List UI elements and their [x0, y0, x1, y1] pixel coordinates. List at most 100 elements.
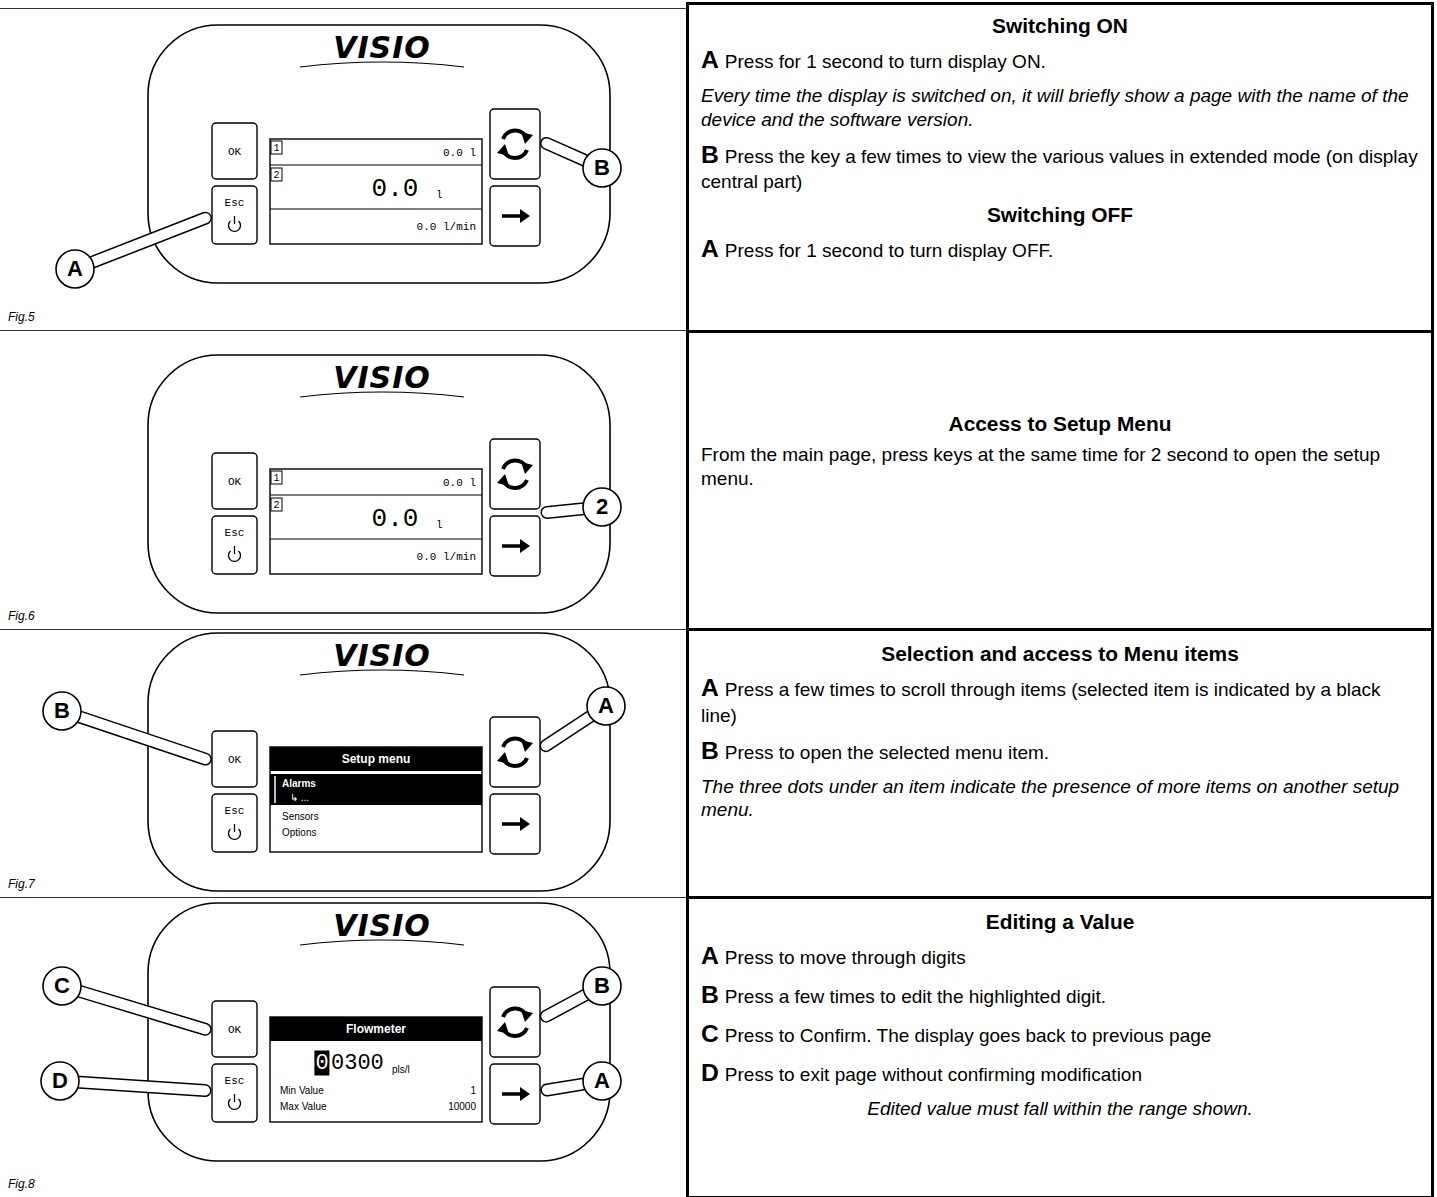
- section-heading: Editing a Value: [701, 909, 1419, 935]
- pointing-finger: [546, 994, 588, 1017]
- screen-header: [270, 1017, 482, 1041]
- pointing-finger: [90, 218, 206, 263]
- esc-button: [212, 516, 257, 574]
- rotate-icon: [521, 462, 533, 474]
- instruction-box: Editing a ValueA Press to move through di…: [686, 896, 1434, 1197]
- screen-value: 0.0 l: [443, 477, 476, 489]
- figure-number: Fig.6: [8, 609, 35, 623]
- device-illustration: [0, 898, 686, 1197]
- channel-box: [271, 141, 282, 154]
- screen: [270, 1017, 482, 1122]
- pointing-finger: [546, 994, 588, 1017]
- ok-button: [212, 1001, 257, 1057]
- esc-button: [212, 1064, 257, 1122]
- callout-circle: [583, 1062, 621, 1100]
- screen-line: [270, 165, 482, 166]
- rotate-button: [490, 439, 540, 509]
- step-paragraph: A Press to move through digits: [701, 941, 1419, 972]
- ok-button: [212, 123, 257, 179]
- device-group: [148, 355, 621, 613]
- arrow-button: [490, 1064, 540, 1124]
- callout-letter: C: [54, 973, 70, 999]
- step-text: Press the key a few times to view the va…: [701, 146, 1418, 193]
- step-paragraph: APress a few times to scroll through ite…: [701, 673, 1419, 728]
- screen-header: [270, 747, 482, 771]
- ok-button: [212, 731, 257, 787]
- step-letter: B: [701, 141, 719, 168]
- pointing-finger: [547, 509, 586, 513]
- callout-letter: B: [54, 698, 70, 724]
- power-symbol: [234, 546, 235, 554]
- pointing-finger: [546, 143, 587, 161]
- arrow-button: [490, 186, 540, 246]
- callout-letter: B: [594, 155, 610, 181]
- device-group: [43, 633, 625, 891]
- step-letter: D: [701, 1059, 719, 1086]
- step-letter: B: [701, 981, 719, 1008]
- device-group: [56, 25, 621, 288]
- screen-value: 0.0 l/min: [417, 551, 476, 563]
- ok-button: [212, 453, 257, 509]
- step-paragraph: B Press a few times to edit the highlight…: [701, 980, 1419, 1011]
- step-letter: A: [701, 46, 719, 73]
- esc-button: [212, 186, 257, 244]
- pointing-finger: [546, 715, 593, 746]
- arrow-icon: [502, 1092, 522, 1096]
- selected-item: [270, 774, 482, 805]
- step-paragraph: APress for 1 second to turn display ON.: [701, 45, 1419, 76]
- power-symbol: [234, 1094, 235, 1102]
- arrow-icon: [520, 817, 530, 831]
- screen-value: 0300: [331, 1051, 384, 1076]
- pointing-finger: [90, 218, 206, 263]
- step-letter: A: [701, 942, 719, 969]
- arrow-icon: [520, 539, 530, 553]
- callout-circle: [583, 149, 621, 187]
- menu-item: Alarms: [282, 778, 316, 789]
- step-text: Press a few times to scroll through item…: [701, 679, 1381, 726]
- step-text: Press to move through digits: [725, 947, 966, 968]
- instruction-box: Access to Setup MenuFrom the main page, …: [686, 330, 1434, 631]
- instruction-box: Selection and access to Menu itemsAPress…: [686, 628, 1434, 899]
- arrow-button: [490, 516, 540, 576]
- pointing-finger: [547, 509, 586, 513]
- button-label: Esc: [225, 197, 245, 209]
- rotate-icon: [497, 144, 509, 156]
- screen-line: [270, 495, 482, 496]
- screen-text: Min Value: [280, 1085, 324, 1096]
- step-text: Press to open the selected menu item.: [725, 742, 1049, 763]
- callout-letter: 2: [596, 494, 608, 520]
- pointing-finger: [76, 1082, 205, 1091]
- section-heading: Selection and access to Menu items: [701, 641, 1419, 667]
- step-text: Press a few times to edit the highlighte…: [725, 986, 1106, 1007]
- figure-cell: Fig.8VISIOOKEscFlowmeter00300pls/lMin Va…: [0, 897, 686, 1197]
- callout-letter: A: [594, 1068, 610, 1094]
- screen-text: Max Value: [280, 1101, 327, 1112]
- rotate-button: [490, 987, 540, 1057]
- selection-line: [274, 776, 276, 803]
- button-label: OK: [228, 754, 241, 766]
- button-label: Esc: [225, 527, 245, 539]
- screen-value: 0.0: [372, 174, 419, 204]
- screen-value: 0.0: [372, 504, 419, 534]
- screen-text: 10000: [448, 1101, 476, 1112]
- power-symbol: [234, 824, 235, 832]
- note-text: The three dots under an item indicate th…: [701, 775, 1419, 823]
- callout-circle: [43, 692, 81, 730]
- callout-letter: A: [598, 693, 614, 719]
- channel-box: [271, 498, 282, 511]
- screen-value: 0.0 l/min: [417, 221, 476, 233]
- instruction-content: Selection and access to Menu itemsAPress…: [701, 641, 1419, 822]
- channel-box: [271, 471, 282, 484]
- callout-circle: [583, 488, 621, 526]
- pointing-finger: [77, 716, 205, 759]
- step-letter: C: [701, 1020, 719, 1047]
- screen-value: 0.0 l: [443, 147, 476, 159]
- channel-number: 2: [273, 170, 279, 181]
- device-group: [41, 903, 621, 1161]
- callout-letter: A: [67, 256, 83, 282]
- pointing-finger: [546, 715, 593, 746]
- channel-number: 1: [273, 473, 279, 484]
- highlighted-digit: 0: [314, 1051, 329, 1076]
- rotate-icon: [497, 752, 509, 764]
- rotate-icon: [521, 740, 533, 752]
